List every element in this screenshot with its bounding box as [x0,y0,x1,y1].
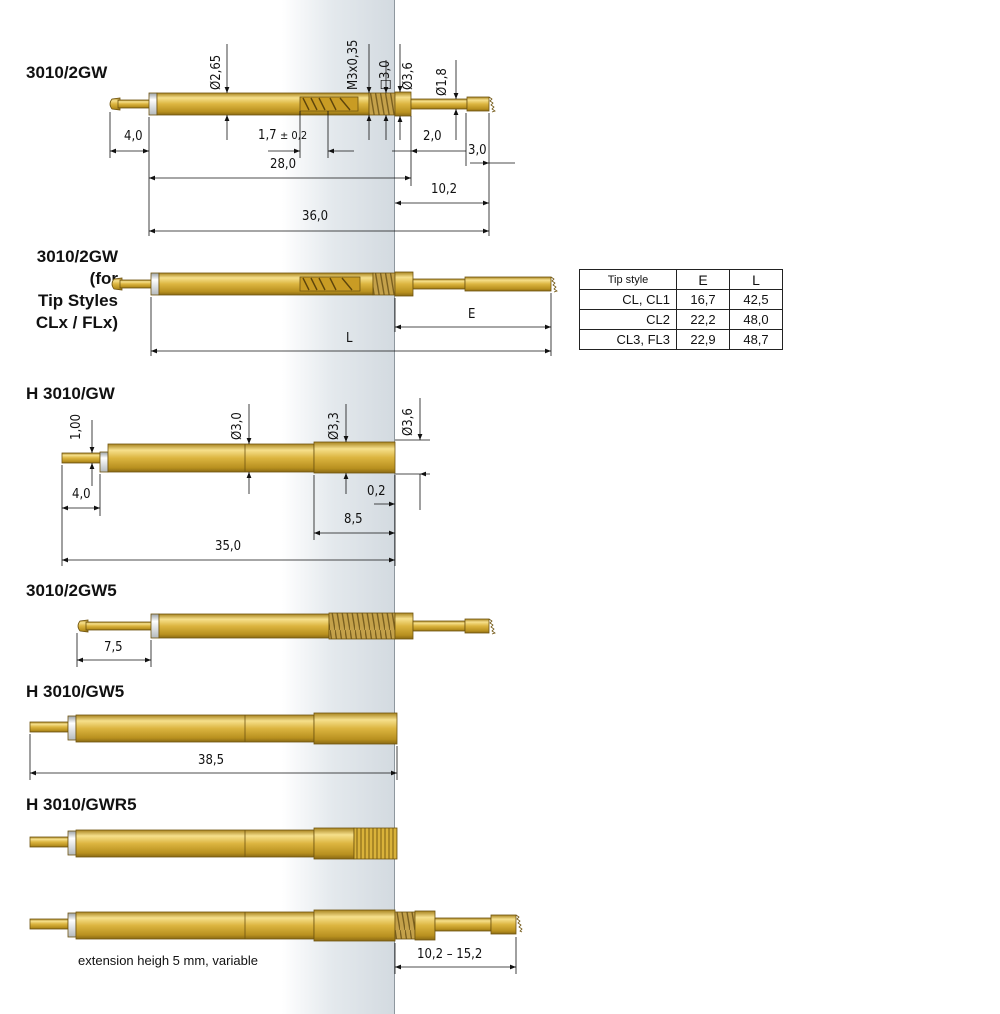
extension-note: extension heigh 5 mm, variable [78,953,258,968]
dim-38-5: 38,5 [198,753,224,768]
probe-h3010-gw [61,441,396,474]
dim-36-0: 36,0 [302,209,328,224]
part-title-3010-2gw: 3010/2GW [26,63,108,82]
probe-h3010-gw5 [29,712,398,745]
dim-dia-1-8: Ø1,8 [435,68,450,96]
dim-10-2-15-2: 10,2 – 15,2 [417,947,482,962]
dimensions-3010-2gw [109,44,515,236]
dim-28-0: 28,0 [270,157,296,172]
dim-m3: M3x0,35 [346,40,361,90]
dim-1-7: 1,7 [258,128,277,143]
dim-dia-3-6-b: Ø3,6 [401,408,416,436]
table-cell: CL, CL1 [579,289,677,310]
dim-2-0: 2,0 [423,129,442,144]
tip-style-table: Tip style E L CL, CL1 16,7 42,5 CL2 22,2… [579,269,783,350]
dim-1-00: 1,00 [69,414,84,440]
probe-3010-2gw [109,91,496,117]
dim-8-5: 8,5 [344,512,363,527]
dim-dia-2-65: Ø2,65 [209,55,224,90]
plate-edge-line [394,0,395,1014]
dimensions-extension [394,937,517,974]
dim-dia-3-3: Ø3,3 [327,412,342,440]
dim-tolerance: ± 0,2 [280,129,307,142]
part-title-3010-2gw-cl: 3010/2GW (for Tip Styles CLx / FLx) [35,247,118,332]
probe-h3010-gwr5 [29,827,398,860]
dim-4-0-a: 4,0 [124,129,143,144]
dim-4-0-b: 4,0 [72,487,91,502]
probe-3010-2gw-cl [111,271,558,297]
table-cell: CL3, FL3 [579,329,677,350]
dim-10-2: 10,2 [431,182,457,197]
dimensions-3010-2gw-cl [150,293,552,356]
part-title-3010-2gw5: 3010/2GW5 [26,581,117,600]
table-row: CL, CL1 16,7 42,5 [579,289,783,310]
dim-7-5: 7,5 [104,640,123,655]
dimensions-h3010-gw [61,398,430,566]
table-cell: 22,2 [676,309,730,330]
dim-l: L [346,331,353,346]
dimensions-3010-2gw5 [76,633,152,667]
probe-3010-2gw5 [77,612,496,640]
part-title-h3010-gwr5: H 3010/GWR5 [26,795,137,814]
dim-square-3-0: □3,0 [378,60,393,90]
table-cell: 48,7 [729,329,783,350]
dim-dia-3-0: Ø3,0 [230,412,245,440]
table-row: CL3, FL3 22,9 48,7 [579,329,783,350]
table-row: CL2 22,2 48,0 [579,309,783,330]
dim-3-0: 3,0 [468,143,487,158]
probe-extension [29,909,523,942]
dim-35-0: 35,0 [215,539,241,554]
part-title-h3010-gw5: H 3010/GW5 [26,682,125,701]
dim-e: E [468,307,475,322]
dimensions-h3010-gw5 [29,734,398,780]
table-cell: 16,7 [676,289,730,310]
part-title-h3010-gw: H 3010/GW [26,384,115,403]
dim-dia-3-6-a: Ø3,6 [401,62,416,90]
dim-0-2: 0,2 [367,484,386,499]
